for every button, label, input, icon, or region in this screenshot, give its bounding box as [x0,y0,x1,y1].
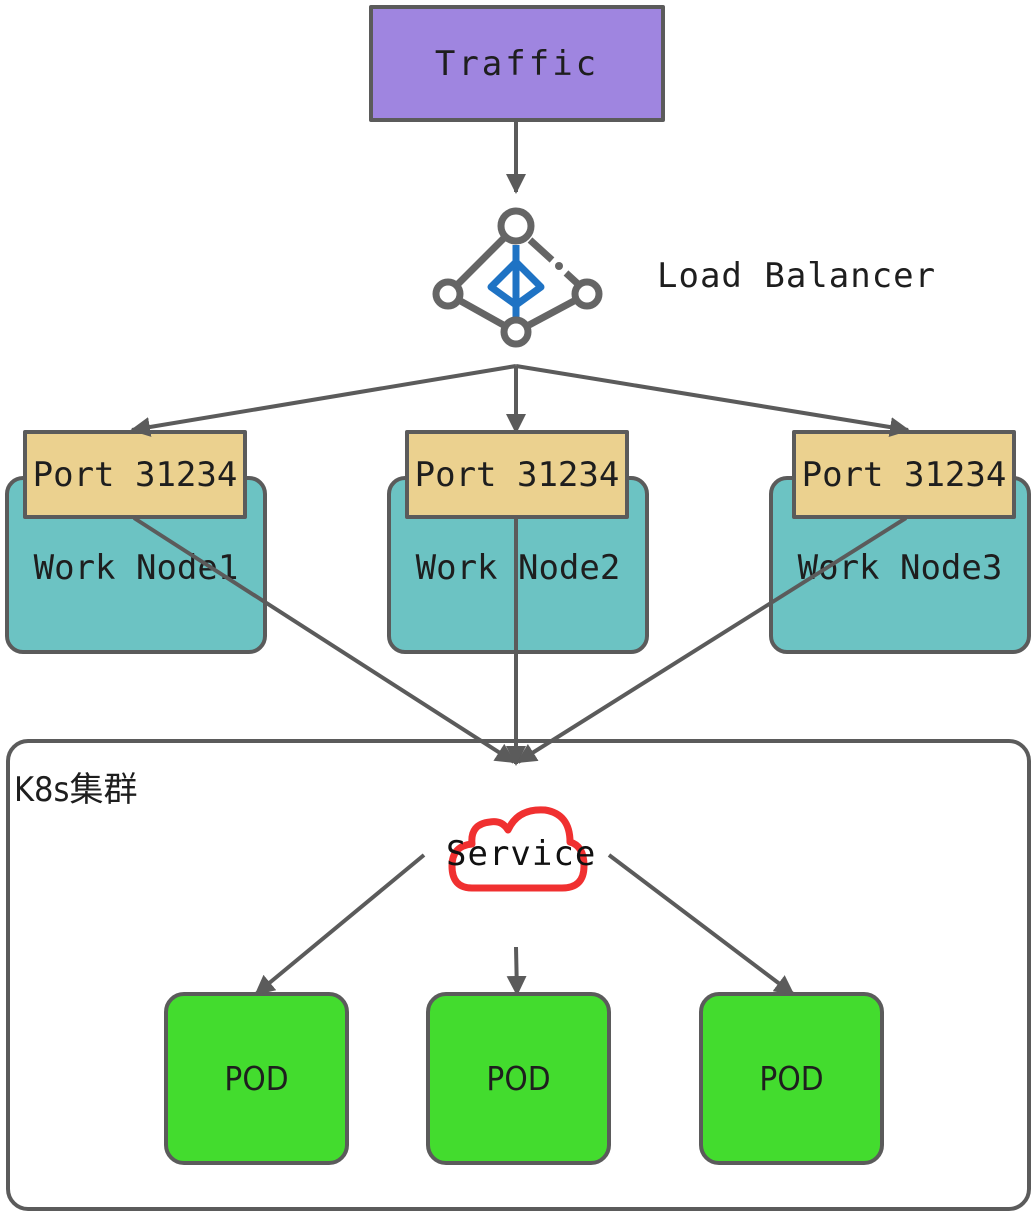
pod-1[interactable]: POD [164,992,349,1165]
service-label: Service [446,834,597,874]
work-node-label: Work Node3 [797,548,1003,588]
edge-lb-to-port-1 [130,364,517,437]
load-balancer-label: Load Balancer [657,256,937,296]
pod-label: POD [486,1059,551,1098]
cluster-label: K8s集群 [14,770,138,810]
edge-lb-to-port-3 [515,364,910,437]
pod-2[interactable]: POD [426,992,611,1165]
load-balancer-icon[interactable] [432,207,603,348]
work-node-label: Work Node2 [415,548,621,588]
pod-3[interactable]: POD [699,992,884,1165]
pod-label: POD [759,1059,824,1098]
port-node-1[interactable]: Port 31234 [23,430,247,519]
port-label: Port 31234 [414,454,620,495]
port-node-2[interactable]: Port 31234 [405,430,629,519]
port-node-3[interactable]: Port 31234 [792,430,1016,519]
pod-label: POD [224,1059,289,1098]
port-label: Port 31234 [32,454,238,495]
traffic-node[interactable]: Traffic [369,5,665,122]
traffic-label: Traffic [434,43,600,84]
port-label: Port 31234 [801,454,1007,495]
work-node-label: Work Node1 [33,548,239,588]
